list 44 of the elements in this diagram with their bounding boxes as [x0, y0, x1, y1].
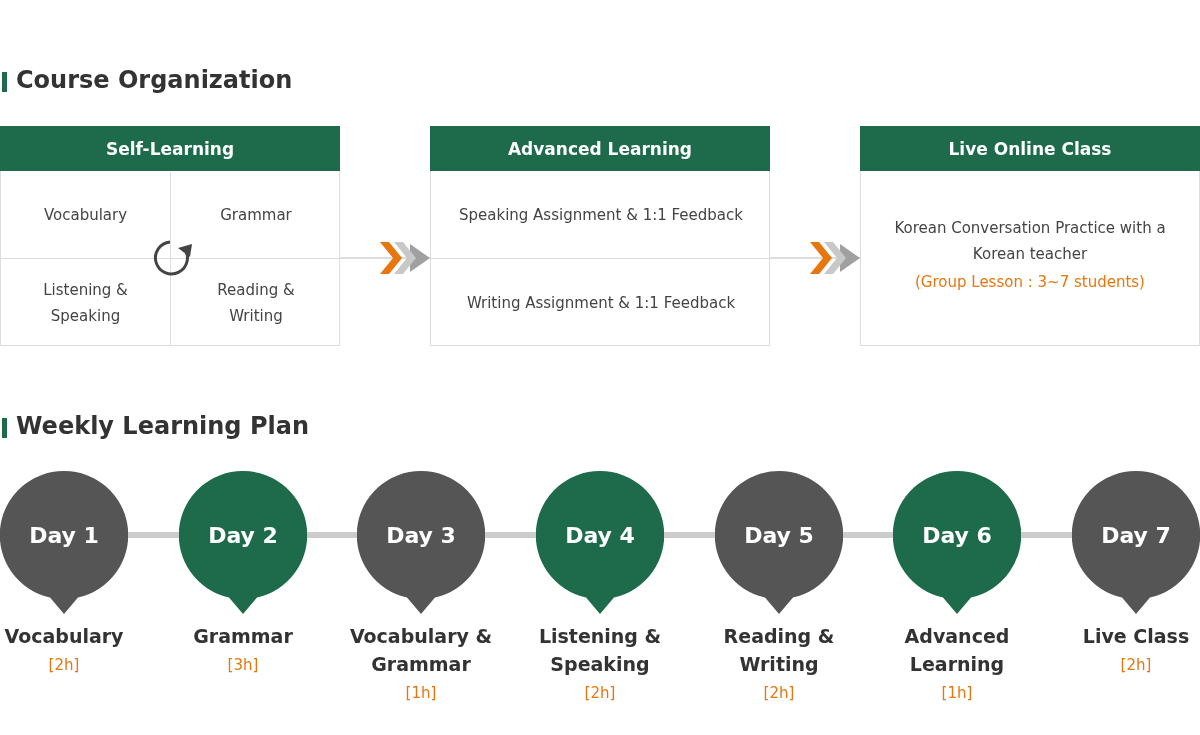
duration-text: [2h]: [1119, 656, 1153, 674]
description-text: Korean Conversation Practice with a Korean teacher: [893, 218, 1167, 265]
course-panel: [0, 126, 340, 346]
day-pin: Day 1: [0, 471, 128, 614]
duration-text: [2h]: [583, 684, 617, 702]
day-topic: Reading & Writing: [722, 624, 836, 677]
day-topic: Advanced Learning: [903, 624, 1011, 677]
timeline-line: [664, 532, 715, 538]
day-topic: Listening & Speaking: [537, 624, 663, 677]
duration-text: [3h]: [226, 656, 260, 674]
timeline-line: [485, 532, 536, 538]
timeline-line: [128, 532, 179, 538]
panel-header: Self-Learning: [0, 126, 340, 171]
day-pin: Day 4: [536, 471, 664, 614]
day-pin: Day 5: [715, 471, 843, 614]
timeline-line: [1021, 532, 1072, 538]
topic-cell: Writing Assignment & 1:1 Feedback: [431, 259, 771, 346]
duration-text: [2h]: [762, 684, 796, 702]
day-pin: Day 3: [357, 471, 485, 614]
timeline-line: [843, 532, 893, 538]
section-heading: Weekly Learning Plan: [16, 412, 309, 440]
course-panel: [430, 126, 770, 346]
day-topic: Vocabulary & Grammar: [348, 624, 494, 677]
day-pin: Day 2: [179, 471, 307, 614]
day-topic: Vocabulary: [3, 624, 125, 649]
chevron-arrow: [769, 242, 861, 274]
course-panel: [860, 126, 1200, 346]
chevron-arrow: [339, 242, 431, 274]
duration-text: [2h]: [47, 656, 81, 674]
day-pin: Day 7: [1072, 471, 1200, 614]
note-text: (Group Lesson : 3~7 students): [914, 272, 1146, 293]
topic-cell: Vocabulary: [1, 172, 171, 259]
topic-cell: Listening & Speaking: [1, 259, 171, 346]
day-topic: Live Class: [1081, 624, 1191, 649]
topic-cell: Speaking Assignment & 1:1 Feedback: [431, 172, 771, 259]
duration-text: [1h]: [404, 684, 438, 702]
topic-cell: Reading & Writing: [171, 259, 341, 346]
timeline-line: [307, 532, 357, 538]
panel-header: Live Online Class: [860, 126, 1200, 171]
duration-text: [1h]: [940, 684, 974, 702]
day-pin: Day 6: [893, 471, 1021, 614]
panel-header: Advanced Learning: [430, 126, 770, 171]
section-heading: Course Organization: [16, 66, 293, 94]
day-topic: Grammar: [192, 624, 294, 649]
